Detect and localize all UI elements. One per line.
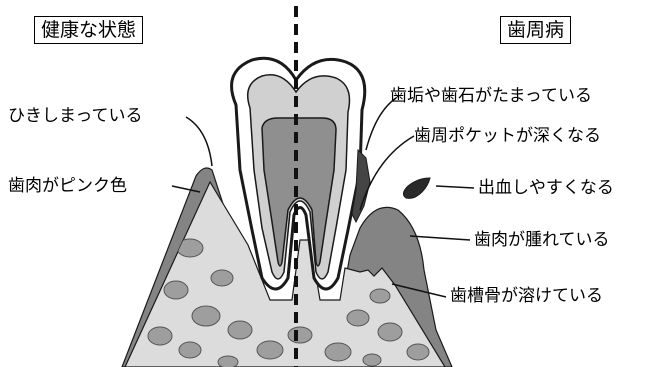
heading-disease: 歯周病 — [500, 16, 571, 44]
heading-healthy: 健康な状態 — [34, 16, 143, 44]
label-tight: ひきしまっている — [8, 106, 142, 126]
label-plaque: 歯垢や歯石がたまっている — [390, 86, 592, 106]
label-pocket: 歯周ポケットが深くなる — [414, 126, 601, 146]
label-swollen: 歯肉が腫れている — [474, 230, 610, 250]
label-bleeding: 出血しやすくなる — [478, 178, 614, 198]
label-pink-gum: 歯肉がピンク色 — [8, 176, 127, 196]
label-bone-loss: 歯槽骨が溶けている — [450, 286, 603, 306]
blood-drop-icon — [403, 178, 430, 198]
